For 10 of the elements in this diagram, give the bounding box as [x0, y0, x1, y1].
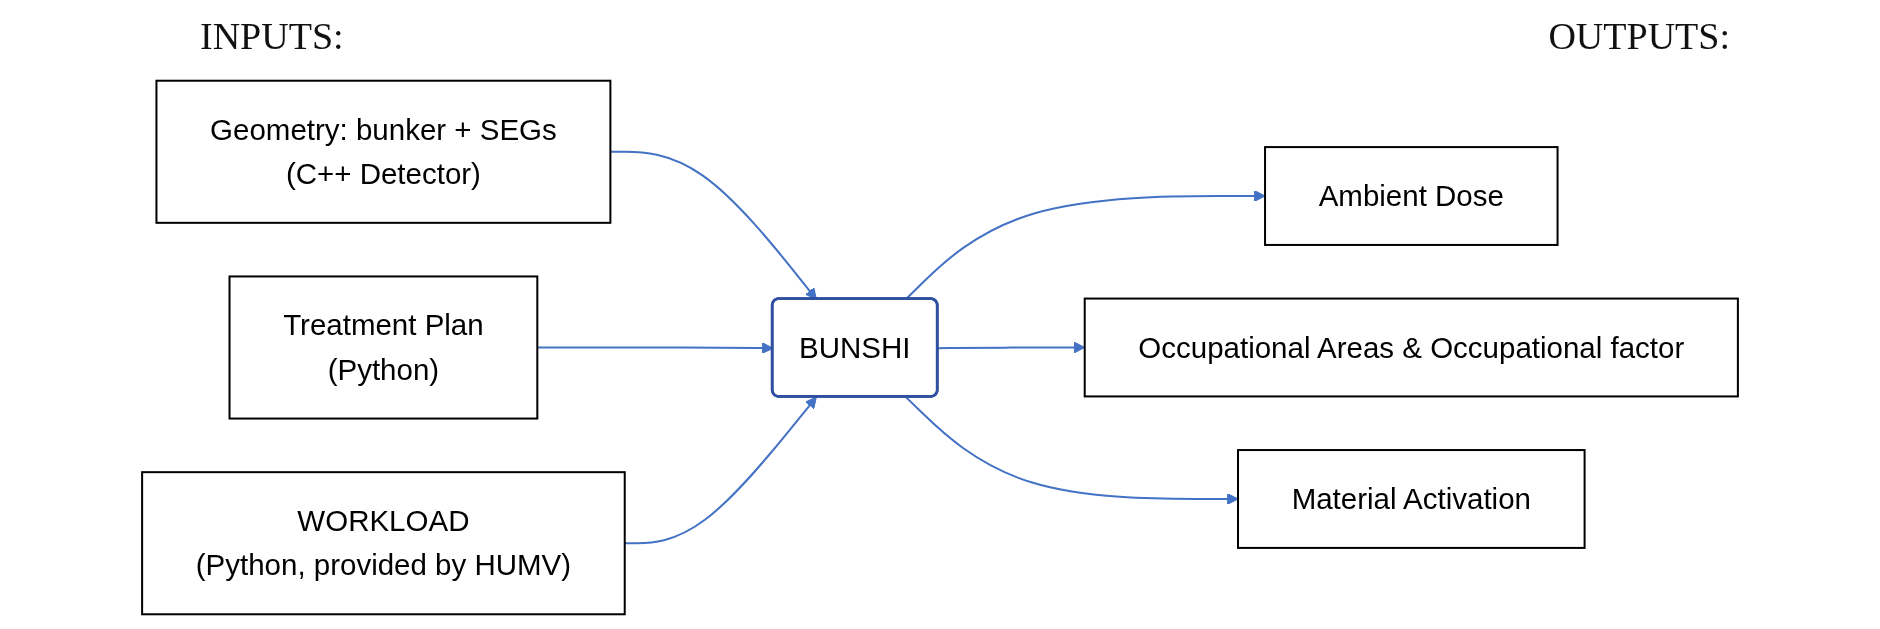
node-box: Ambient Dose: [1264, 146, 1559, 246]
arrow: [624, 396, 817, 545]
node-box: Geometry: bunker + SEGs (C++ Detector): [155, 79, 612, 224]
node-box: Material Activation: [1237, 449, 1586, 549]
node-box: Occupational Areas & Occupational factor: [1083, 297, 1739, 398]
node-box: WORKLOAD (Python, provided by HUMV): [141, 471, 626, 616]
column-heading: INPUTS:: [200, 14, 344, 58]
arrow: [905, 396, 1239, 505]
column-heading: OUTPUTS:: [1548, 14, 1730, 58]
node-box: Treatment Plan (Python): [228, 275, 539, 420]
